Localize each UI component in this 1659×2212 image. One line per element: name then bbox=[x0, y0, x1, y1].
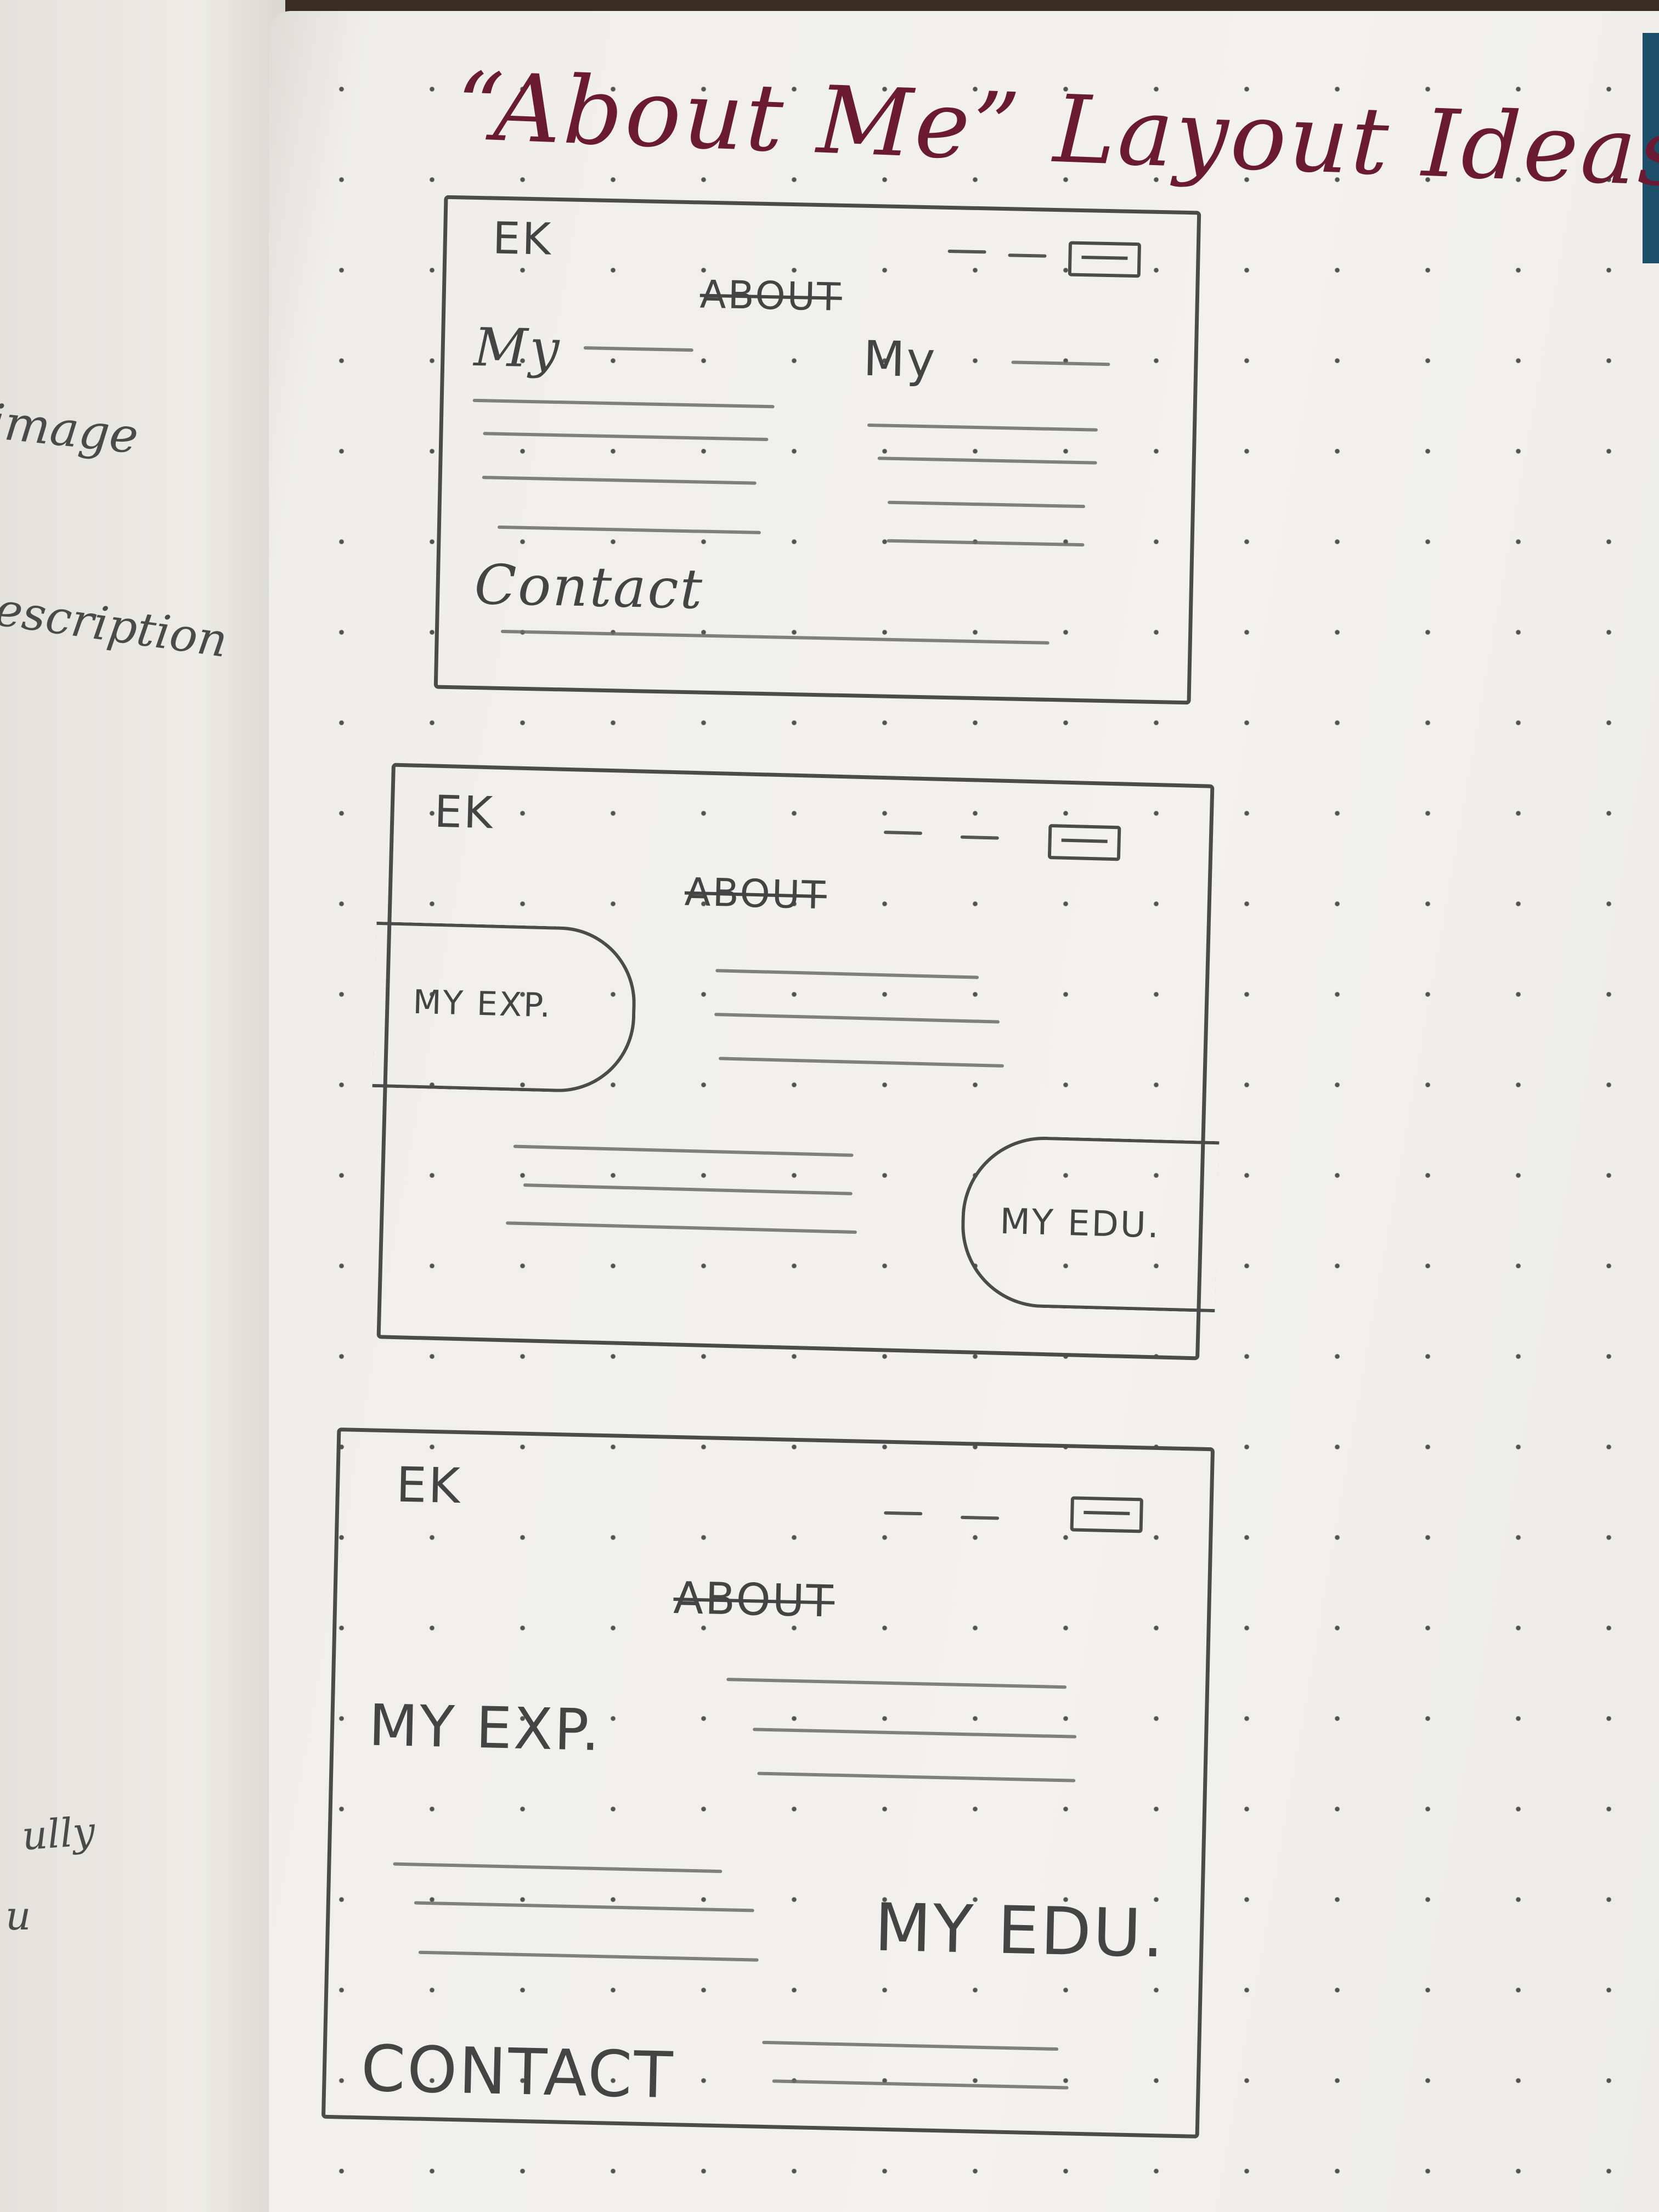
bubble-right-label: MY EDU. bbox=[999, 1201, 1161, 1246]
about-heading: ABOUT bbox=[673, 1572, 836, 1627]
wireframe-sketch-3: EK ABOUT MY EXP. MY EDU. CONTACT bbox=[321, 1427, 1215, 2138]
about-heading: ABOUT bbox=[699, 272, 843, 320]
bubble-left-label: MY EXP. bbox=[412, 983, 552, 1025]
left-column-heading: My bbox=[473, 316, 562, 380]
sketch-frame bbox=[321, 1427, 1215, 2138]
wireframe-sketch-2: EK ABOUT MY EXP. MY EDU. bbox=[372, 763, 1220, 1361]
margin-note-u: u bbox=[5, 1893, 31, 1939]
logo-text: EK bbox=[492, 212, 553, 265]
left-page bbox=[0, 0, 285, 2212]
logo-text: EK bbox=[433, 786, 495, 839]
left-section-heading: MY EXP. bbox=[368, 1691, 602, 1764]
notebook-cover-edge bbox=[1643, 33, 1659, 263]
logo-text: EK bbox=[395, 1456, 462, 1515]
menu-icon bbox=[1068, 241, 1142, 278]
menu-icon bbox=[1047, 823, 1121, 861]
dot-grid bbox=[285, 33, 1640, 2200]
about-heading: ABOUT bbox=[684, 869, 827, 918]
menu-icon bbox=[1070, 1496, 1143, 1533]
right-column-heading: My bbox=[862, 330, 938, 388]
wireframe-sketch-1: EK ABOUT My My Contact bbox=[433, 195, 1201, 705]
contact-heading: Contact bbox=[473, 552, 704, 622]
contact-heading: CONTACT bbox=[360, 2032, 675, 2113]
right-section-heading: MY EDU. bbox=[873, 1889, 1166, 1973]
margin-note-ully: ully bbox=[20, 1808, 97, 1859]
